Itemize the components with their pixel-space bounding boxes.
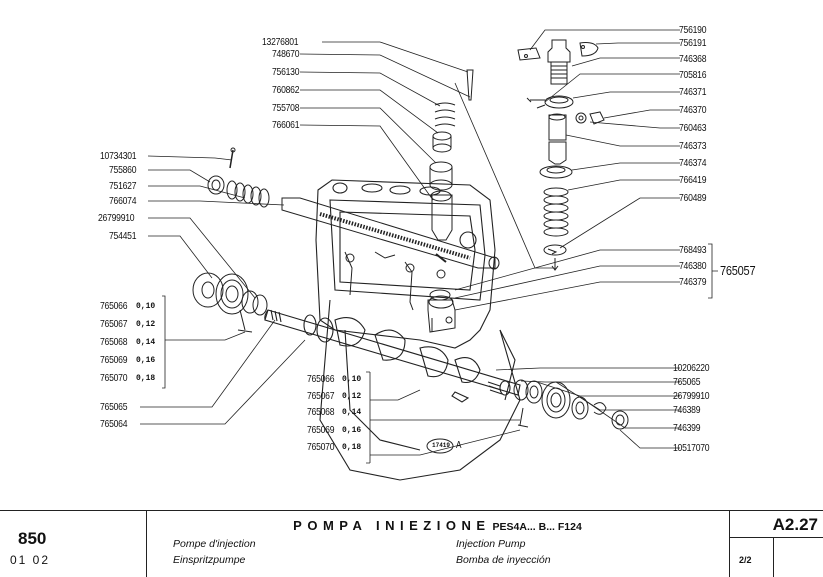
part-label: 754451 (109, 230, 137, 242)
shim-size: 0,14 (136, 338, 156, 347)
sheet-number: 2/2 (739, 555, 752, 565)
title-italian: POMPA INIEZIONE (293, 518, 491, 533)
title-spanish: Bomba de inyección (456, 554, 551, 566)
code-cell: A2.27 2/2 (729, 511, 823, 577)
part-label: 746399 (673, 422, 701, 434)
model-cell: 850 01 02 (0, 511, 147, 577)
part-label: 760862 (272, 84, 300, 96)
part-label: 746379 (679, 276, 707, 288)
part-label: 10206220 (673, 362, 710, 374)
part-label: 746389 (673, 404, 701, 416)
title-model-range: PES4A... B... F124 (492, 521, 582, 533)
part-label: 746380 (679, 260, 707, 272)
tappet-spring (539, 165, 573, 271)
part-label: 755860 (109, 164, 137, 176)
part-label: 768493 (679, 244, 707, 256)
shim-part: 765070 (307, 441, 335, 453)
part-label: 766074 (109, 195, 137, 207)
shim-part: 765067 (100, 318, 128, 330)
shim-part: 765068 (307, 406, 335, 418)
part-label: 748670 (272, 48, 300, 60)
part-label: 751627 (109, 180, 137, 192)
part-label: 746373 (679, 140, 707, 152)
shim-marker-left (237, 309, 253, 333)
part-label: 766061 (272, 119, 300, 131)
shim-part: 765069 (307, 424, 335, 436)
part-label: 746368 (679, 53, 707, 65)
figure-ref-number: 17419 (432, 442, 451, 449)
part-label: 765065 (100, 401, 128, 413)
delivery-valve-components (517, 39, 605, 165)
pump-housing (315, 179, 521, 481)
shim-part: 765066 (307, 373, 335, 385)
shim-size: 0,12 (342, 392, 362, 401)
part-label: 705816 (679, 69, 707, 81)
part-label: 756130 (272, 66, 300, 78)
shim-size: 0,12 (136, 320, 156, 329)
shim-size: 0,18 (342, 443, 362, 452)
camshaft (264, 309, 521, 403)
control-levers (344, 251, 415, 311)
shim-size: 0,10 (342, 375, 362, 384)
part-label: 26799910 (673, 390, 710, 402)
divider (730, 537, 823, 538)
model-number: 850 (18, 529, 47, 548)
leader-lines (140, 29, 718, 464)
shim-part: 765067 (307, 390, 335, 402)
shim-size: 0,16 (342, 426, 362, 435)
part-label: 766419 (679, 174, 707, 186)
revision-number: 01 02 (10, 553, 51, 567)
part-label: 755708 (272, 102, 300, 114)
part-label: 760489 (679, 192, 707, 204)
exploded-parts-diagram (140, 29, 718, 481)
assembly-label: 765057 (720, 263, 756, 278)
shim-size: 0,14 (342, 408, 362, 417)
part-label: 746371 (679, 86, 707, 98)
shim-part: 765068 (100, 336, 128, 348)
part-label: 760463 (679, 122, 707, 134)
part-label: 746374 (679, 157, 707, 169)
shim-part: 765069 (100, 354, 128, 366)
shim-part: 765070 (100, 372, 128, 384)
title-french: Pompe d'injection (173, 538, 256, 550)
plunger-assembly (429, 69, 474, 279)
part-label: 746370 (679, 104, 707, 116)
part-label: 765064 (100, 418, 128, 430)
section-code: A2.27 (772, 515, 818, 534)
figure-ref-suffix: A (456, 440, 462, 451)
shim-size: 0,18 (136, 374, 156, 383)
part-label: 26799910 (98, 212, 135, 224)
part-label: 10734301 (100, 150, 137, 162)
right-bearing-seals (513, 379, 629, 430)
shim-size: 0,10 (136, 302, 156, 311)
shim-size: 0,16 (136, 356, 156, 365)
part-label: 756190 (679, 24, 707, 36)
part-label: 13276801 (262, 36, 299, 48)
divider (773, 537, 774, 577)
title-german: Einspritzpumpe (173, 554, 246, 566)
control-rack (281, 197, 500, 270)
title-english: Injection Pump (456, 538, 526, 550)
part-label: 756191 (679, 37, 707, 49)
part-label: 10517070 (673, 442, 710, 454)
roller-tappet (427, 289, 456, 333)
left-bearing-seals (192, 147, 270, 316)
figure-ref-ellipse (426, 438, 454, 454)
shim-part: 765066 (100, 300, 128, 312)
part-label: 765065 (673, 376, 701, 388)
